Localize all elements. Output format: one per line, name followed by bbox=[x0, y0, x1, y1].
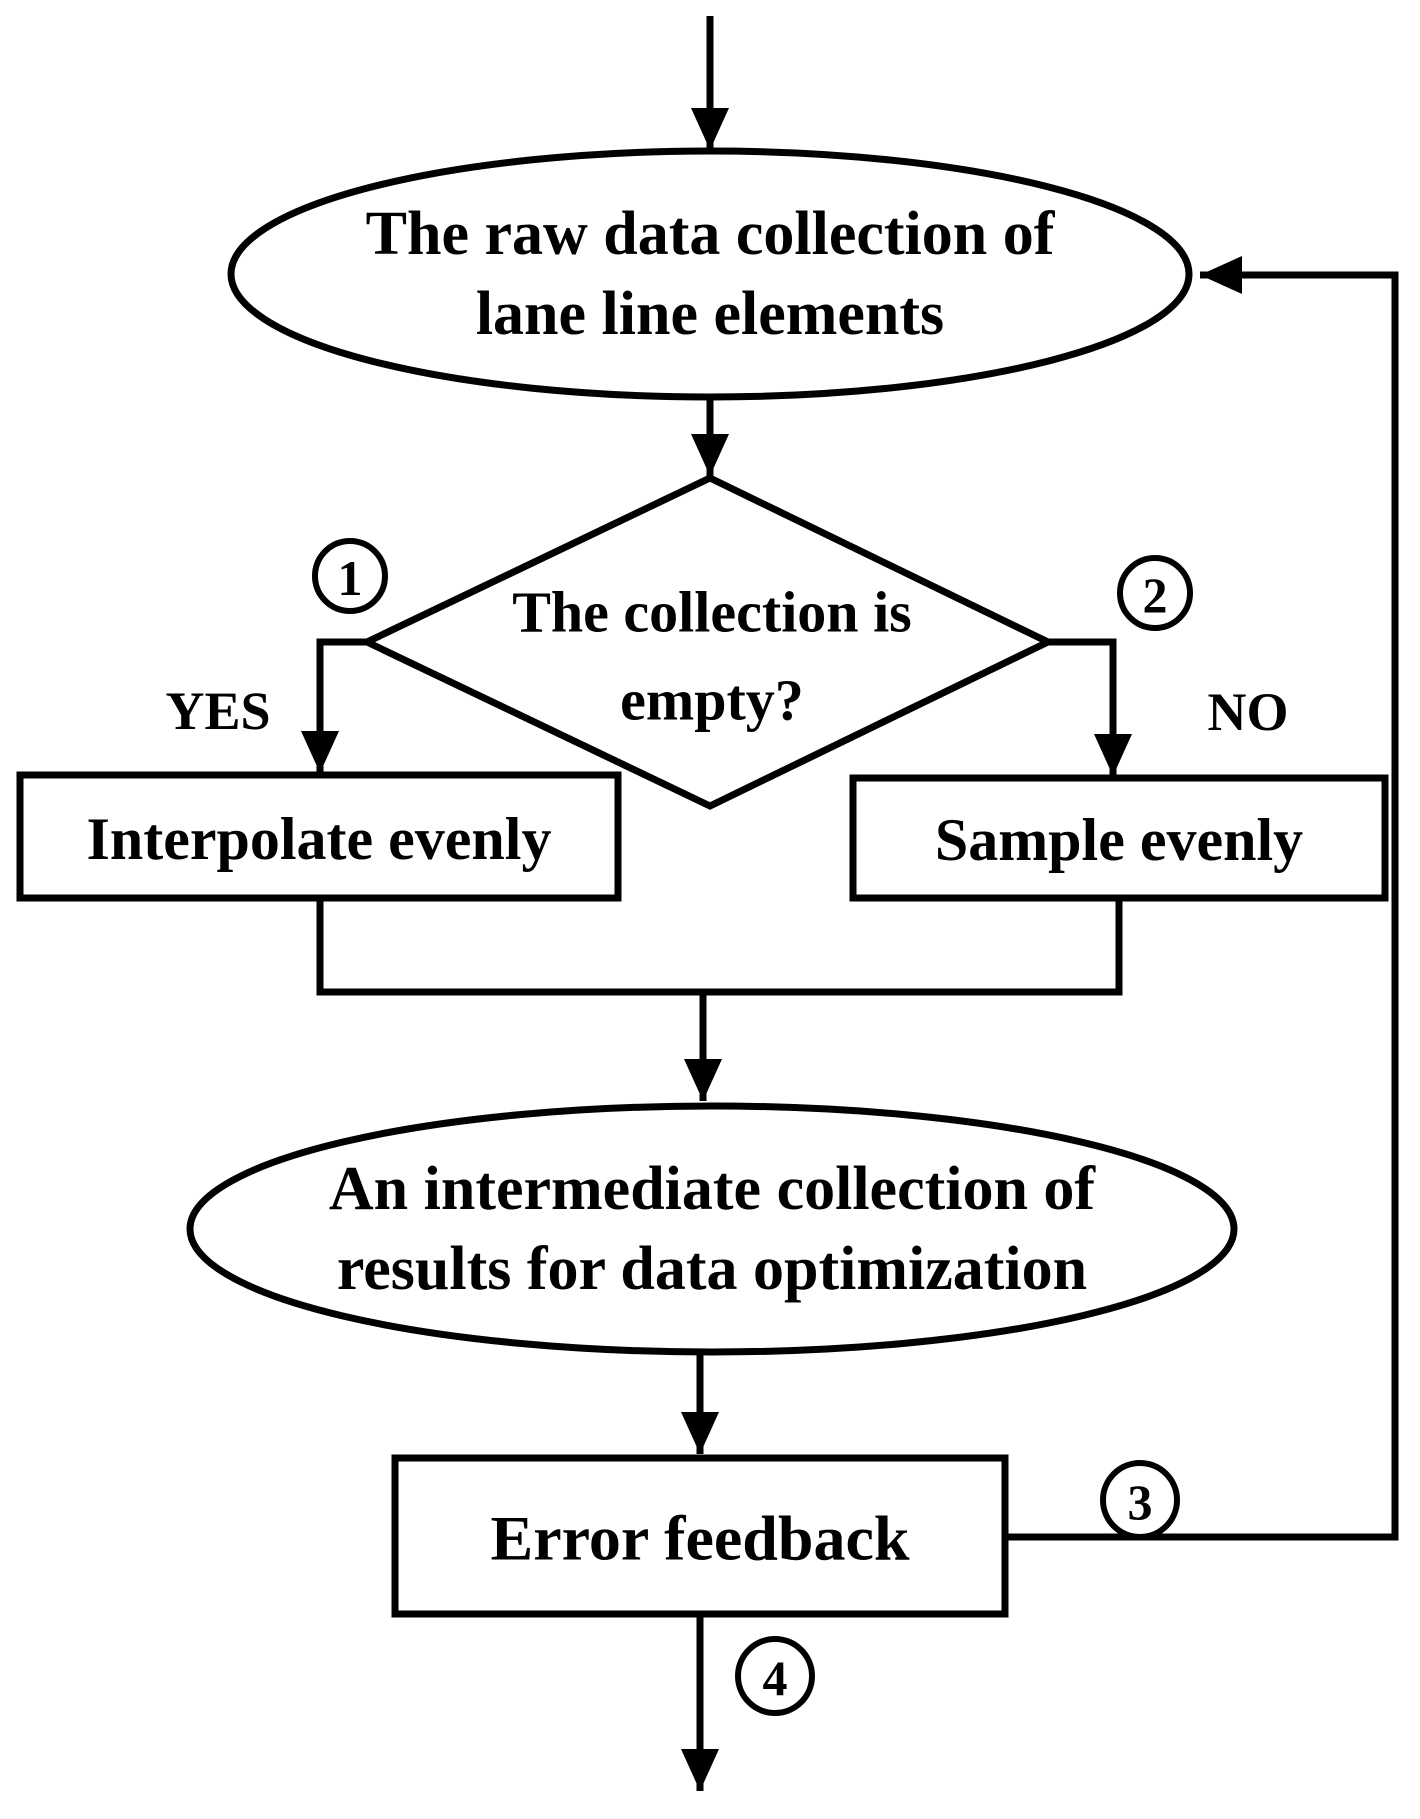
step-4-circle bbox=[735, 1636, 815, 1716]
raw-collection-label-line2: lane line elements bbox=[476, 280, 944, 348]
intermediate-label-line1: An intermediate collection of bbox=[329, 1155, 1097, 1223]
decision-diamond bbox=[358, 474, 1057, 810]
feedback-loop-arrow bbox=[1005, 256, 1399, 1541]
no-branch-arrow bbox=[1048, 638, 1132, 776]
step-2-digit: 2 bbox=[1143, 567, 1168, 623]
decision-label-line2: empty? bbox=[620, 668, 804, 733]
step-3-circle bbox=[1100, 1460, 1180, 1540]
sample-label: Sample evenly bbox=[935, 807, 1303, 873]
merge-connector bbox=[316, 898, 1123, 996]
step-3-digit: 3 bbox=[1128, 1474, 1153, 1530]
raw-collection-label-line1: The raw data collection of bbox=[366, 200, 1056, 268]
interpolate-rect bbox=[16, 771, 622, 902]
intermediate-ellipse bbox=[186, 1102, 1238, 1356]
interpolate-label: Interpolate evenly bbox=[87, 806, 552, 872]
step-1-circle bbox=[312, 538, 388, 614]
yes-label: YES bbox=[165, 681, 270, 741]
step-4-digit: 4 bbox=[763, 1650, 788, 1706]
yes-branch-arrow bbox=[301, 638, 367, 773]
step-2-circle bbox=[1117, 555, 1193, 631]
step-1-digit: 1 bbox=[338, 550, 363, 606]
sample-rect bbox=[849, 774, 1389, 902]
intermediate-label-line2: results for data optimization bbox=[337, 1235, 1087, 1303]
decision-label-line1: The collection is bbox=[512, 580, 912, 645]
error-feedback-label: Error feedback bbox=[491, 1503, 910, 1574]
raw-collection-ellipse bbox=[227, 147, 1193, 401]
no-label: NO bbox=[1208, 682, 1289, 742]
